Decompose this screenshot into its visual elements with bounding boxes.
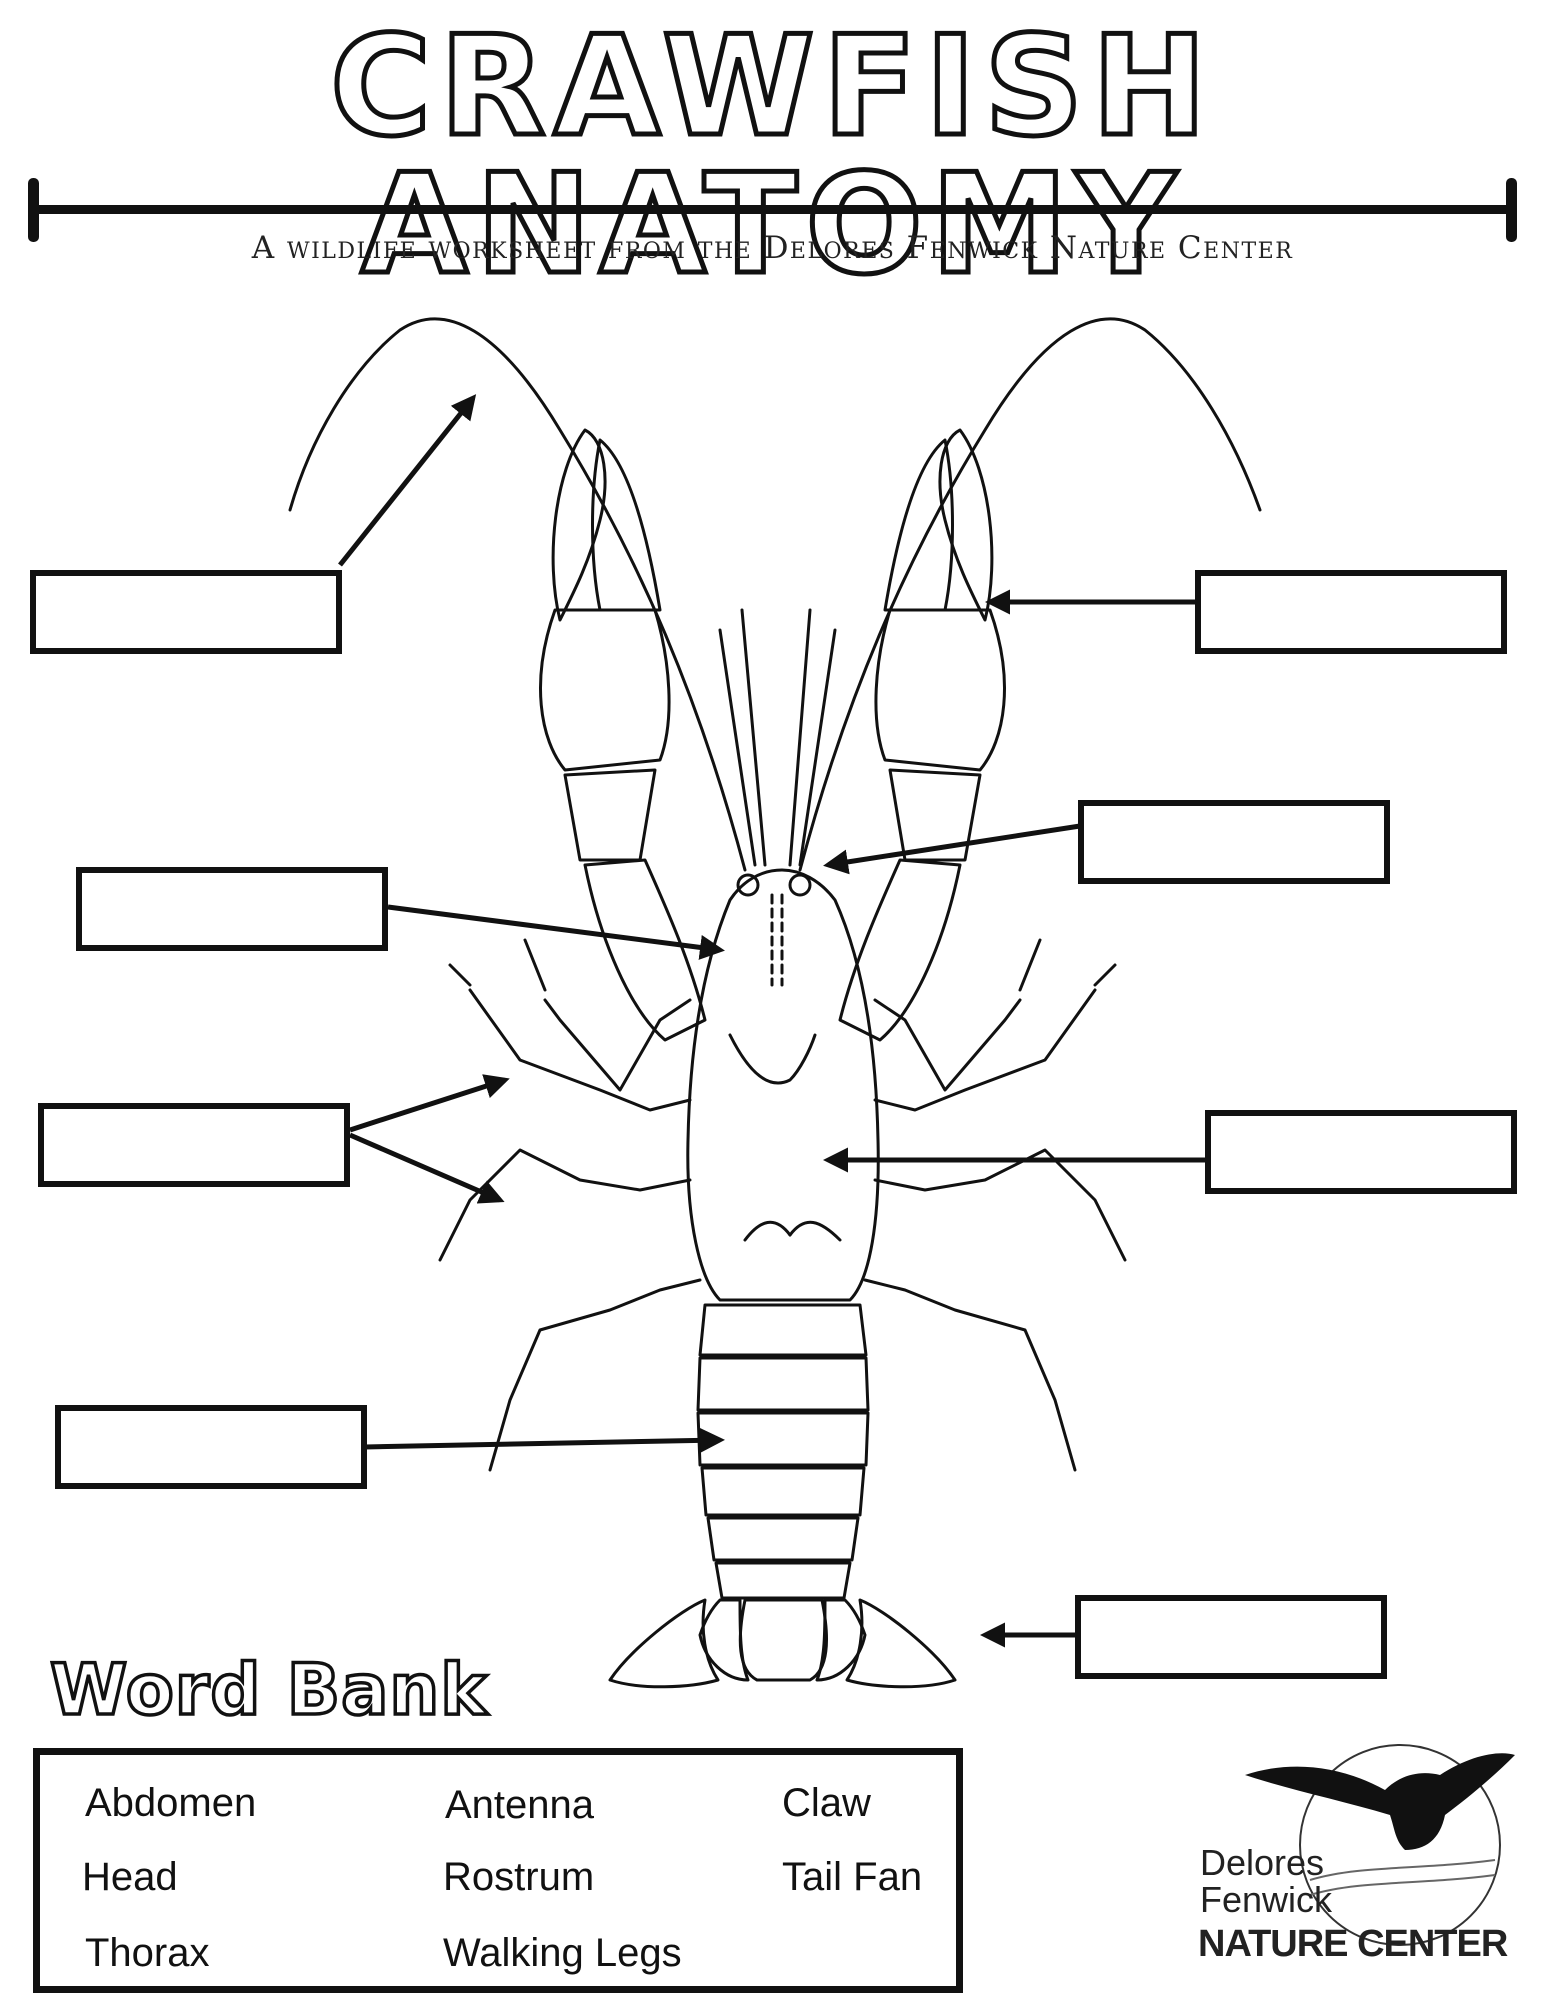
- abdomen-seg-4: [700, 1466, 866, 1517]
- page-title: CRAWFISH ANATOMY: [328, 6, 1215, 305]
- left-claw-arm-1: [563, 768, 657, 862]
- arrow-antenna: [338, 394, 477, 567]
- label-box-rostrum[interactable]: [1078, 800, 1390, 884]
- logo-line-1: Delores: [1200, 1842, 1325, 1883]
- left-antennule: [718, 628, 757, 867]
- word-antenna: Antenna: [445, 1783, 595, 1827]
- carapace-groove-right: [788, 1220, 842, 1242]
- left-claw-palm: [539, 608, 671, 772]
- abdomen-seg-2: [696, 1356, 870, 1412]
- bird-icon: [1245, 1753, 1515, 1850]
- right-leg-2b: [1093, 963, 1117, 987]
- label-box-tail-fan[interactable]: [1075, 1595, 1387, 1679]
- logo-graphic: [1245, 1744, 1515, 1946]
- left-uropod-outer: [608, 1598, 720, 1689]
- logo-line-3: NATURE CENTER: [1198, 1923, 1508, 1965]
- right-claw-arm-2: [838, 858, 962, 1042]
- left-leg-3: [438, 1148, 692, 1262]
- word-rostrum: Rostrum: [443, 1855, 595, 1899]
- label-box-antenna[interactable]: [30, 570, 342, 654]
- cervical-groove: [728, 1033, 817, 1085]
- right-leg-1: [873, 998, 1022, 1092]
- title-underline: [32, 205, 1512, 214]
- right-antennule-2: [798, 628, 837, 867]
- label-box-claw[interactable]: [1195, 570, 1507, 654]
- right-antennule: [788, 608, 812, 867]
- abdomen-seg-1: [698, 1303, 868, 1357]
- arrow-rostrum: [823, 823, 1081, 875]
- right-antenna: [798, 317, 1262, 872]
- arrow-abdomen: [364, 1427, 725, 1453]
- left-claw-pincer: [551, 428, 607, 622]
- telson: [738, 1598, 828, 1682]
- word-thorax: Thorax: [85, 1931, 210, 1975]
- right-leg-3: [873, 1148, 1127, 1262]
- right-uropod-outer: [845, 1598, 957, 1689]
- left-leg-4: [488, 1278, 702, 1472]
- word-bank-box: Abdomen Antenna Claw Head Rostrum Tail F…: [33, 1748, 963, 1993]
- left-leg-2b: [448, 963, 472, 987]
- label-box-head[interactable]: [76, 867, 388, 951]
- carapace-groove-left: [743, 1220, 792, 1242]
- abdomen-seg-5: [706, 1516, 860, 1562]
- word-abdomen: Abdomen: [85, 1781, 257, 1825]
- left-eye: [736, 873, 760, 897]
- word-head: Head: [82, 1855, 178, 1899]
- underline-left-cap: [28, 178, 39, 242]
- right-eye: [788, 873, 812, 897]
- logo-line-2: Fenwick: [1200, 1879, 1333, 1920]
- arrow-legs-upper: [349, 1074, 510, 1133]
- label-box-thorax[interactable]: [1205, 1110, 1517, 1194]
- right-leg-1b: [1018, 938, 1042, 992]
- right-leg-4: [863, 1278, 1077, 1472]
- arrow-legs-lower: [349, 1132, 505, 1204]
- left-uropod-inner: [698, 1598, 750, 1682]
- left-antennule-2: [740, 608, 767, 867]
- word-bank-title: Word Bank: [48, 1649, 488, 1731]
- word-tail-fan: Tail Fan: [782, 1855, 923, 1899]
- right-uropod-inner: [815, 1598, 867, 1682]
- carapace: [686, 868, 880, 1302]
- label-box-abdomen[interactable]: [55, 1405, 367, 1489]
- left-leg-2: [468, 988, 692, 1112]
- underline-right-cap: [1506, 178, 1517, 242]
- left-antenna: [288, 317, 747, 872]
- left-leg-1: [543, 998, 692, 1092]
- word-walking-legs: Walking Legs: [443, 1931, 682, 1975]
- arrow-head: [387, 904, 725, 960]
- left-leg-1b: [523, 938, 547, 992]
- word-claw: Claw: [782, 1781, 871, 1825]
- right-leg-2: [873, 988, 1097, 1112]
- page-subtitle: A wildlife worksheet from the Delores Fe…: [251, 230, 1294, 266]
- right-claw-pincer: [938, 428, 994, 622]
- right-claw-palm: [874, 608, 1006, 772]
- label-box-walking-legs[interactable]: [38, 1103, 350, 1187]
- left-claw-arm-2: [583, 858, 707, 1042]
- abdomen-seg-3: [696, 1411, 870, 1467]
- abdomen-seg-6: [714, 1561, 852, 1600]
